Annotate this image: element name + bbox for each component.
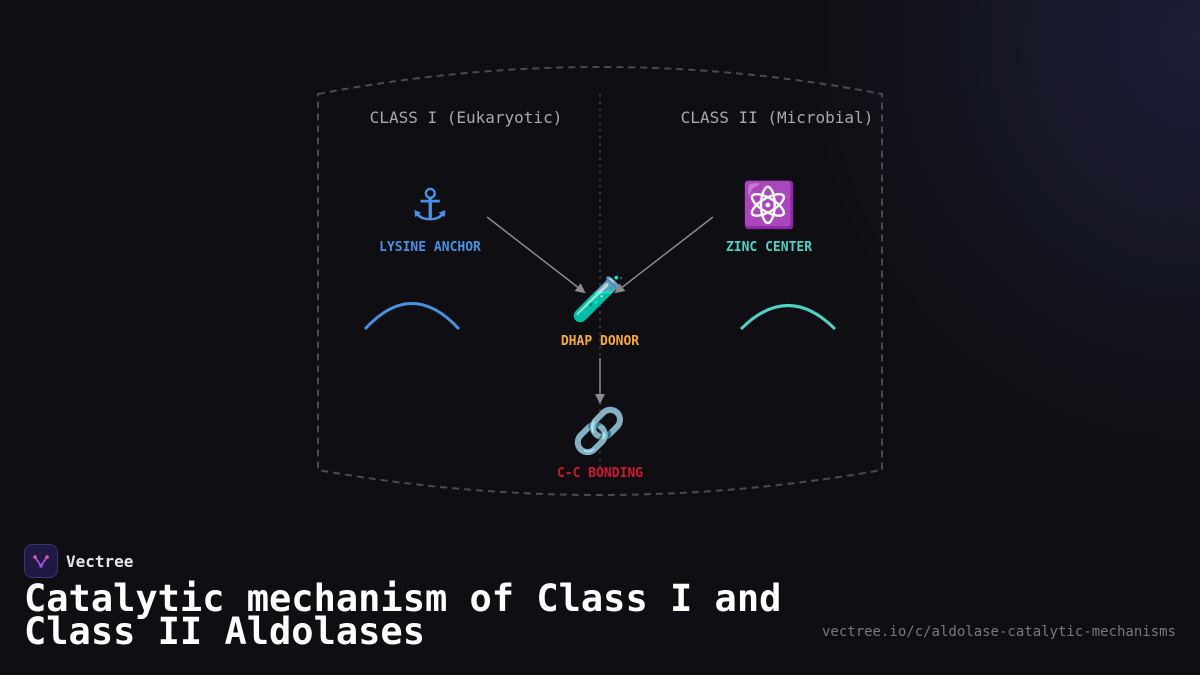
page-url[interactable]: vectree.io/c/aldolase-catalytic-mechanis… [821,624,1176,640]
class-1-arc [363,302,461,331]
class-2-arc [739,304,837,331]
cc-bonding-label: C-C BONDING [557,466,643,481]
class-1-title: CLASS I (Eukaryotic) [370,108,563,127]
diagram-frame [317,66,883,496]
vectree-logo-icon [24,544,58,578]
dhap-donor-label: DHAP DONOR [561,334,639,349]
link-icon: 🔗 [572,404,627,457]
brand-name: Vectree [66,551,134,571]
arrow-lysine-to-dhap [486,216,586,294]
brand: Vectree [24,544,133,578]
anchor-icon: ⚓ [410,180,449,231]
lysine-anchor-label: LYSINE ANCHOR [379,240,481,255]
arrow-zinc-to-dhap [614,216,714,294]
page-title: Catalytic mechanism of Class I and Class… [24,577,782,653]
zinc-center-label: ZINC CENTER [726,240,812,255]
test-tube-icon: 🧪 [571,274,626,325]
class-2-title: CLASS II (Microbial) [681,108,874,127]
atom-icon: ⚛️ [742,180,797,231]
